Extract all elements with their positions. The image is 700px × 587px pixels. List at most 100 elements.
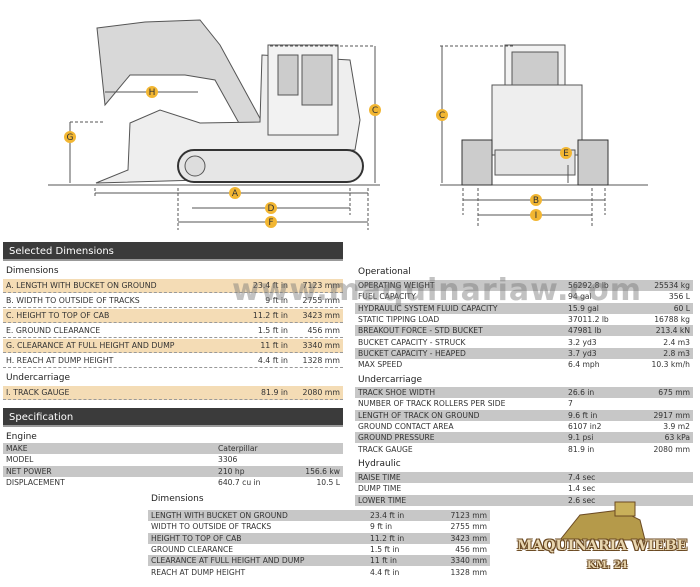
metric-value: 2.8 m3: [663, 348, 690, 358]
table-row: WIDTH TO OUTSIDE OF TRACKS 9 ft in 2755 mm: [148, 521, 490, 532]
selected-dimensions-header: Selected Dimensions: [3, 242, 343, 261]
maquinaria-wiebe-logo: MAQUINARIA WIEBE KM. 24: [515, 500, 695, 585]
logo-name: MAQUINARIA WIEBE: [517, 538, 688, 554]
imperial-value: 81.9 in: [568, 444, 595, 454]
metric-value: 156.6 kw: [305, 466, 340, 476]
metric-value: 675 mm: [658, 388, 690, 397]
label-A: A: [229, 187, 241, 199]
row-label: GROUND CONTACT AREA: [358, 421, 454, 431]
row-label: NUMBER OF TRACK ROLLERS PER SIDE: [358, 399, 506, 409]
imperial-value: 4.4 ft in: [370, 567, 400, 577]
svg-text:D: D: [268, 204, 275, 214]
imperial-value: 11.2 ft in: [252, 311, 288, 320]
imperial-value: 81.9 in: [261, 388, 288, 397]
metric-value: 63 kPa: [664, 433, 690, 443]
metric-value: 356 L: [668, 292, 690, 302]
specification-header: Specification: [3, 408, 343, 427]
metric-value: 10.3 km/h: [651, 360, 691, 370]
metric-value: 25534 kg: [654, 281, 690, 290]
svg-text:C: C: [372, 106, 378, 116]
row-label: GROUND CLEARANCE: [151, 544, 234, 554]
row-label: FUEL CAPACITY: [358, 292, 416, 302]
engine-subheading: Engine: [6, 432, 37, 442]
row-label: RAISE TIME: [358, 473, 401, 482]
imperial-value: Caterpillar: [218, 444, 258, 453]
imperial-value: 23.4 ft in: [370, 511, 405, 520]
label-E: E: [560, 147, 572, 159]
metric-value: 10.5 L: [316, 477, 340, 487]
dimension-drawing: A D F C C G H E B I: [48, 19, 648, 230]
imperial-value: 1.4 sec: [568, 484, 596, 494]
table-row: MAKE Caterpillar: [3, 443, 343, 454]
metric-value: 2917 mm: [653, 410, 690, 420]
metric-value: 60 L: [673, 303, 690, 313]
row-label: BREAKOUT FORCE - STD BUCKET: [358, 326, 483, 336]
row-label: A. LENGTH WITH BUCKET ON GROUND: [6, 281, 157, 290]
svg-text:F: F: [268, 218, 273, 228]
row-label: WIDTH TO OUTSIDE OF TRACKS: [151, 522, 272, 532]
imperial-value: 7: [568, 399, 573, 409]
metric-value: 7123 mm: [450, 511, 487, 520]
metric-value: 456 mm: [307, 326, 340, 335]
imperial-value: 9 ft in: [370, 522, 393, 532]
row-label: CLEARANCE AT FULL HEIGHT AND DUMP: [151, 556, 305, 566]
undercarriage-right-subheading: Undercarriage: [358, 375, 423, 385]
imperial-value: 11.2 ft in: [370, 533, 405, 543]
row-label: E. GROUND CLEARANCE: [6, 326, 101, 335]
row-label: OPERATING WEIGHT: [358, 281, 435, 290]
row-label: MAKE: [6, 444, 28, 453]
svg-text:B: B: [533, 196, 539, 206]
label-C2: C: [436, 109, 448, 121]
imperial-value: 640.7 cu in: [218, 477, 261, 487]
row-label: B. WIDTH TO OUTSIDE OF TRACKS: [6, 296, 140, 305]
metric-value: 3423 mm: [302, 311, 340, 320]
imperial-value: 9 ft in: [265, 296, 288, 305]
imperial-value: 37011.2 lb: [568, 314, 609, 324]
row-label: TRACK SHOE WIDTH: [358, 388, 436, 397]
row-label: BUCKET CAPACITY - HEAPED: [358, 348, 466, 358]
row-label: HEIGHT TO TOP OF CAB: [151, 533, 242, 543]
undercarriage-subheading: Undercarriage: [6, 373, 71, 383]
metric-value: 2755 mm: [450, 522, 487, 532]
metric-value: 2.4 m3: [663, 337, 690, 347]
metric-value: 7123 mm: [302, 281, 340, 290]
row-label: GROUND PRESSURE: [358, 433, 435, 443]
dimensions-subheading: Dimensions: [6, 266, 59, 276]
label-C: C: [369, 104, 381, 116]
metric-value: 3423 mm: [450, 533, 487, 543]
operational-subheading: Operational: [358, 267, 411, 277]
table-row: C. HEIGHT TO TOP OF CAB 11.2 ft in 3423 mm: [3, 309, 343, 323]
imperial-value: 56292.8 lb: [568, 281, 609, 290]
svg-text:I: I: [535, 211, 538, 221]
row-label: LENGTH OF TRACK ON GROUND: [358, 410, 480, 420]
table-row: OPERATING WEIGHT 56292.8 lb 25534 kg: [355, 280, 693, 291]
row-label: LENGTH WITH BUCKET ON GROUND: [151, 511, 288, 520]
row-label: MAX SPEED: [358, 360, 403, 370]
svg-text:C: C: [439, 111, 445, 121]
logo-km: KM. 24: [587, 560, 628, 571]
watermark: www.maquinariaw.com: [232, 273, 643, 308]
label-H: H: [146, 86, 158, 98]
row-label: TRACK GAUGE: [358, 444, 413, 454]
imperial-value: 15.9 gal: [568, 303, 599, 313]
row-label: C. HEIGHT TO TOP OF CAB: [6, 311, 110, 320]
imperial-value: 1.5 ft in: [257, 326, 288, 335]
metric-value: 456 mm: [455, 544, 487, 554]
table-row: HEIGHT TO TOP OF CAB 11.2 ft in 3423 mm: [148, 532, 490, 544]
